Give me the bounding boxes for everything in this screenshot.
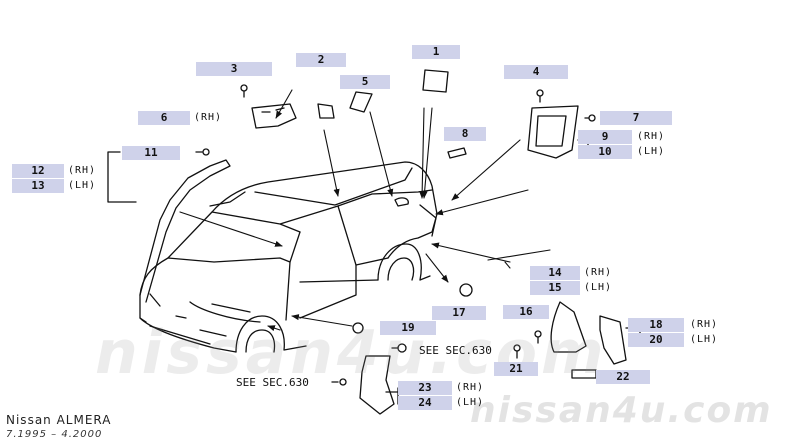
car-illustration: [139, 159, 438, 353]
part-label-11[interactable]: 11: [122, 146, 180, 160]
part-15-side: (LH): [584, 282, 613, 293]
see-section-630-link-upper[interactable]: SEE SEC.630: [419, 344, 492, 357]
part-label-20[interactable]: 20: [628, 333, 684, 347]
footer-model-name: Nissan ALMERA: [6, 413, 112, 427]
part-1-glyph: [422, 69, 449, 93]
part-label-7[interactable]: 7: [600, 111, 672, 125]
watermark-middle: nissan4u.com: [95, 318, 608, 388]
part-6-glyph: [251, 103, 297, 129]
part-label-6[interactable]: 6: [138, 111, 190, 125]
part-12-side: (RH): [68, 165, 97, 176]
part-10-side: (LH): [637, 146, 666, 157]
part-label-10[interactable]: 10: [578, 145, 632, 159]
part-label-24[interactable]: 24: [398, 396, 452, 410]
part-20-side: (LH): [690, 334, 719, 345]
part-label-15[interactable]: 15: [530, 281, 580, 295]
part-label-2[interactable]: 2: [296, 53, 346, 67]
part-18-glyph: [599, 315, 627, 365]
part-label-16[interactable]: 16: [503, 305, 549, 319]
part-13-side: (LH): [68, 180, 97, 191]
part-label-9[interactable]: 9: [578, 130, 632, 144]
part-24-side: (LH): [456, 397, 485, 408]
part-6-side: (RH): [194, 112, 223, 123]
part-8-glyph: [447, 147, 467, 159]
part-label-19[interactable]: 19: [380, 321, 436, 335]
footer-production-years: 7.1995 – 4.2000: [6, 429, 103, 440]
part-23-glyph: [359, 355, 395, 415]
part-label-1[interactable]: 1: [412, 45, 460, 59]
part-label-3[interactable]: 3: [196, 62, 272, 76]
part-label-4[interactable]: 4: [504, 65, 568, 79]
part-23-side: (RH): [456, 382, 485, 393]
see-section-630-link-lower[interactable]: SEE SEC.630: [236, 376, 309, 389]
part-label-21[interactable]: 21: [494, 362, 538, 376]
part-label-14[interactable]: 14: [530, 266, 580, 280]
part-18-side: (RH): [690, 319, 719, 330]
part-label-8[interactable]: 8: [444, 127, 486, 141]
part-9-side: (RH): [637, 131, 666, 142]
part-2-glyph: [317, 103, 335, 119]
part-14-glyph: [550, 301, 587, 353]
part-label-23[interactable]: 23: [398, 381, 452, 395]
bracket-12-13: [107, 151, 137, 203]
part-label-12[interactable]: 12: [12, 164, 64, 178]
part-label-13[interactable]: 13: [12, 179, 64, 193]
part-5-glyph: [349, 91, 373, 113]
part-label-5[interactable]: 5: [340, 75, 390, 89]
part-label-18[interactable]: 18: [628, 318, 684, 332]
part-label-22[interactable]: 22: [596, 370, 650, 384]
part-9-glyph: [527, 105, 579, 159]
part-14-side: (RH): [584, 267, 613, 278]
watermark-bottom: nissan4u.com: [470, 390, 773, 431]
part-label-17[interactable]: 17: [432, 306, 486, 320]
